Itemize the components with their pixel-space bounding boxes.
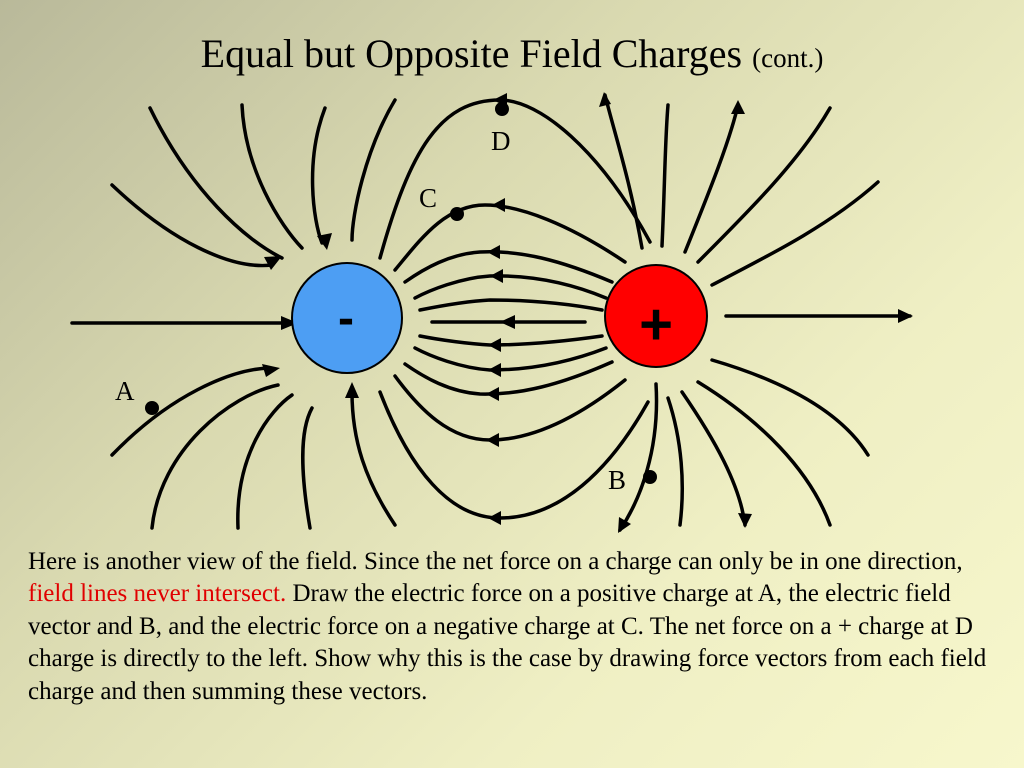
point-a-label: A — [115, 376, 135, 406]
arrowhead — [488, 511, 501, 525]
field-line — [418, 334, 604, 347]
title-suffix: (cont.) — [752, 43, 824, 73]
field-line — [403, 360, 614, 396]
field-line — [683, 103, 740, 254]
labeled-points: D C A B — [115, 102, 657, 495]
field-line — [603, 93, 644, 250]
field-line — [310, 106, 327, 245]
field-line — [110, 366, 270, 457]
field-line — [393, 203, 627, 272]
field-line — [350, 390, 397, 527]
positive-charge-sign: + — [639, 292, 673, 357]
paragraph-text-2: Draw the electric force on a positive ch… — [28, 580, 987, 705]
field-line — [710, 180, 880, 287]
field-line — [710, 358, 870, 457]
field-line — [418, 298, 604, 312]
field-line — [150, 383, 280, 530]
field-line — [240, 103, 304, 250]
positive-charge-circle — [604, 264, 708, 368]
negative-charge-circle — [291, 262, 403, 374]
field-line — [301, 406, 314, 530]
field-lines — [70, 93, 912, 532]
field-line — [618, 382, 659, 532]
arrowhead — [262, 364, 280, 377]
paragraph-highlight: field lines never intersect. — [28, 580, 287, 608]
field-line — [413, 274, 608, 300]
arrowhead — [738, 513, 752, 528]
field-line — [148, 106, 284, 260]
field-line — [393, 374, 627, 442]
field-line — [660, 103, 670, 248]
negative-charge-sign: - — [338, 292, 354, 345]
arrowhead — [487, 245, 500, 259]
arrowhead — [500, 315, 515, 329]
positive-charge: + — [604, 264, 708, 368]
field-line — [110, 183, 274, 268]
field-line — [680, 390, 747, 527]
arrowheads — [262, 92, 913, 533]
arrowhead — [264, 256, 282, 270]
arrowhead — [490, 269, 503, 283]
arrowhead — [317, 233, 332, 250]
field-line — [696, 380, 832, 527]
arrowhead — [492, 198, 505, 212]
arrowhead — [898, 309, 913, 323]
arrowhead — [618, 517, 631, 533]
arrowhead — [486, 387, 499, 401]
title-main: Equal but Opposite Field Charges — [200, 31, 743, 76]
point-c-label: C — [419, 183, 437, 213]
paragraph-text-1: Here is another view of the field. Since… — [28, 548, 963, 575]
field-line — [350, 98, 397, 242]
arrowhead — [345, 382, 359, 398]
explanation-paragraph: Here is another view of the field. Since… — [28, 546, 1008, 708]
arrowhead — [488, 363, 501, 377]
arrowhead — [281, 316, 298, 330]
field-line — [378, 98, 652, 260]
point-a-dot — [145, 401, 159, 415]
field-line — [236, 393, 294, 530]
point-b-label: B — [608, 465, 626, 495]
field-line — [413, 346, 608, 372]
arrowhead — [486, 433, 499, 447]
slide-title: Equal but Opposite Field Charges (cont.) — [0, 30, 1024, 77]
field-line — [403, 250, 614, 284]
field-line — [696, 106, 832, 264]
point-b-dot — [643, 470, 657, 484]
negative-charge: - — [291, 262, 403, 374]
arrowhead — [488, 338, 501, 352]
point-d-label: D — [491, 126, 511, 156]
arrowhead — [731, 100, 745, 114]
point-c-dot — [450, 207, 464, 221]
field-line — [378, 390, 650, 520]
point-d-dot — [495, 102, 509, 116]
arrowhead — [599, 92, 611, 107]
field-line — [666, 396, 684, 527]
